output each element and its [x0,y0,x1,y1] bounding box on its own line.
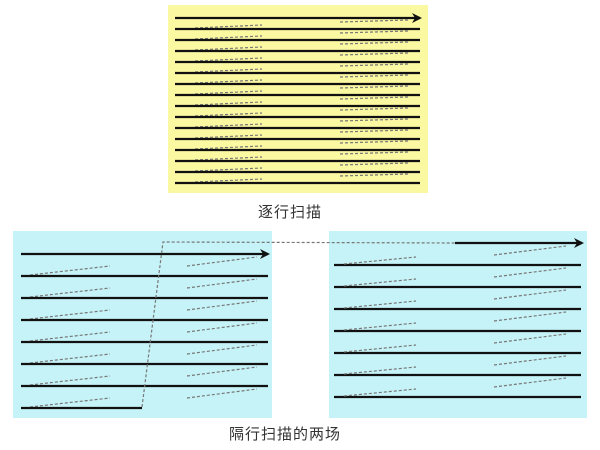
retrace-line [194,167,263,172]
retrace-line [186,278,258,289]
retrace-line [343,256,417,265]
retrace-line [186,344,258,355]
retrace-line [339,107,409,111]
retrace-line [194,134,263,139]
retrace-line [339,162,409,166]
retrace-line [194,101,263,106]
retrace-line [194,145,263,150]
retrace-line [343,344,417,353]
retrace-line [29,397,111,408]
retrace-line [493,245,567,256]
retrace-line [339,19,409,23]
retrace-line [29,331,111,342]
retrace-line [194,112,263,117]
retrace-line [194,79,263,84]
retrace-line [339,41,409,45]
panel-background [168,5,428,193]
retrace-line [493,377,567,388]
panel-background [329,231,587,418]
retrace-line [493,289,567,300]
retrace-line [339,140,409,144]
retrace-line [186,322,258,333]
retrace-line [339,96,409,100]
retrace-line [194,24,263,29]
retrace-line [29,353,111,364]
progressive-scan-panel [168,5,428,193]
interlaced-field-1-panel [13,231,272,418]
retrace-line [339,74,409,78]
interlaced-field-2-panel [329,231,587,418]
retrace-line [493,267,567,278]
retrace-line [186,388,258,399]
retrace-line [194,46,263,51]
retrace-line [493,311,567,322]
retrace-line [29,309,111,320]
retrace-line [194,35,263,40]
retrace-line [339,63,409,67]
retrace-line [343,322,417,331]
retrace-line [343,366,417,375]
field-retrace-path [141,241,456,408]
retrace-line [29,265,111,276]
retrace-line [29,287,111,298]
retrace-line [493,333,567,344]
retrace-line [339,30,409,34]
retrace-line [194,123,263,128]
retrace-line [339,85,409,89]
panel-background [13,231,272,418]
retrace-line [186,256,258,267]
retrace-line [194,57,263,62]
retrace-line [339,129,409,133]
retrace-line [186,366,258,377]
retrace-line [339,173,409,177]
retrace-line [343,300,417,309]
retrace-line [194,156,263,161]
retrace-line [194,178,263,183]
vertical-retrace-line [141,241,456,408]
retrace-line [29,375,111,386]
retrace-line [186,300,258,311]
retrace-line [194,68,263,73]
retrace-line [343,278,417,287]
retrace-line [339,52,409,56]
progressive-scan-caption: 逐行扫描 [258,203,323,221]
retrace-line [339,151,409,155]
retrace-line [343,388,417,397]
interlaced-scan-caption: 隔行扫描的两场 [229,425,342,443]
retrace-line [493,355,567,366]
retrace-line [339,118,409,122]
retrace-line [194,90,263,95]
